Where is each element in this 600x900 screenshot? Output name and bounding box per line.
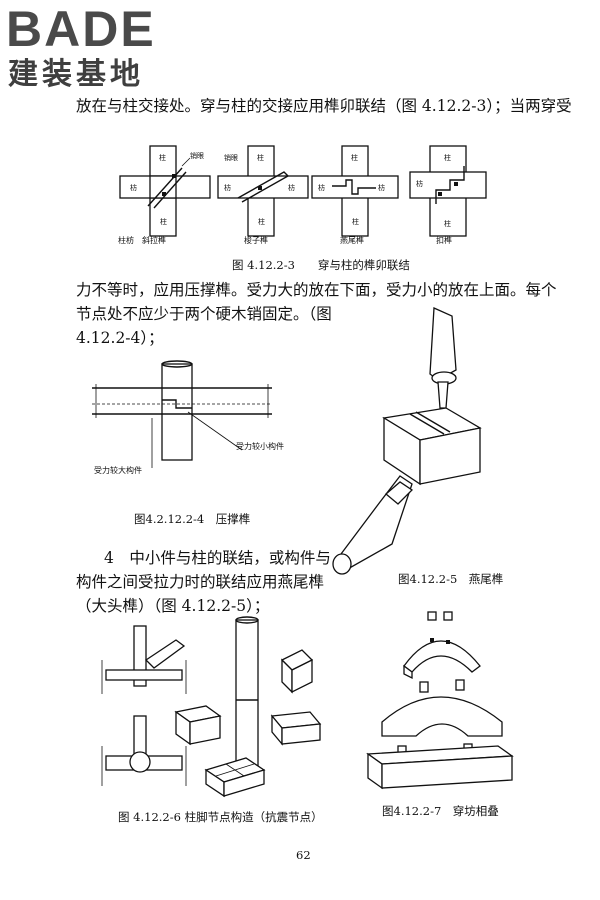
label-fang-3b: 枋	[378, 183, 385, 192]
sketch-shuttle-tenon: 销眼 柱 枋 枋 柱	[217, 145, 309, 237]
figure-joint-sketches: 销眼 柱 枋 柱 销眼 柱 枋 枋 柱 柱 枋 枋 柱 柱 枋 柱	[119, 145, 487, 237]
label-zhu-2b: 柱	[258, 217, 265, 226]
label-zhu-4b: 柱	[444, 219, 451, 228]
label-fang-2b: 枋	[288, 183, 295, 192]
sketch-dovetail-tenon: 柱 枋 枋 柱	[311, 145, 399, 237]
label-zhu-1a: 柱	[159, 153, 166, 162]
figure-7-caption: 图4.12.2-7 穿坊相叠	[382, 804, 499, 818]
label-zhu-1b: 柱	[160, 217, 167, 226]
label-zhu-4a: 柱	[444, 153, 451, 162]
label-zhu-2a: 柱	[257, 153, 264, 162]
paragraph-1: 放在与柱交接处。穿与柱的交接应用榫卯联结（图 4.12.2-3）；当两穿受	[76, 97, 572, 115]
figure-4-caption: 图4.2.12.2-4 压撑榫	[134, 512, 251, 526]
label-small-force-member: 受力较小构件	[236, 442, 284, 451]
paragraph-3-line-3: （大头榫）（图 4.12.2-5）；	[76, 597, 270, 615]
paragraph-2-line-3: 4.12.2-4）；	[76, 329, 164, 347]
label-large-force-member: 受力较大构件	[94, 466, 142, 475]
bade-logo: BADE	[6, 1, 156, 57]
label-zhu-3b: 柱	[352, 217, 359, 226]
sketch-buckle-tenon: 柱 枋 柱	[409, 145, 487, 237]
page-number: 62	[296, 848, 311, 862]
figure-5-caption: 图4.12.2-5 燕尾榫	[398, 572, 504, 586]
label-fang-4: 枋	[416, 179, 423, 188]
figure-press-tenon	[92, 360, 272, 468]
figure-3-sublabel-2: 梭子榫	[244, 236, 268, 245]
sketch-t-joint-lower	[101, 715, 187, 786]
figure-6-caption: 图 4.12.2-6 柱脚节点构造（抗震节点）	[118, 810, 323, 824]
paragraph-3-line-2: 构件之间受拉力时的联结应用燕尾榫	[76, 573, 325, 591]
paragraph-2-line-2: 节点处不应少于两个硬木销固定。（图	[76, 305, 332, 323]
figure-column-foot	[101, 616, 322, 798]
figure-3-sublabel-1: 柱枋 斜拉榫	[118, 236, 166, 245]
sketch-slanted-tenon: 销眼 柱 枋 柱	[119, 145, 211, 237]
figure-3-sublabel-3: 燕尾榫	[340, 236, 364, 245]
paragraph-3-line-1: 4 中小件与柱的联结，或构件与	[104, 549, 331, 567]
label-xiaoyan-1: 销眼	[190, 151, 204, 160]
figure-3-caption: 图 4.12.2-3 穿与柱的榫卯联结	[232, 258, 410, 272]
label-fang-1: 枋	[130, 183, 137, 192]
label-fang-3a: 枋	[318, 183, 325, 192]
label-zhu-3a: 柱	[351, 153, 358, 162]
label-xiaoyan-2: 销眼	[224, 153, 238, 162]
figure-stacked-beams	[366, 611, 514, 790]
paragraph-2-line-1: 力不等时，应用压撑榫。受力大的放在下面，受力小的放在上面。每个	[76, 281, 557, 299]
figure-dovetail-3d	[332, 307, 482, 575]
figure-3-sublabel-4: 扣榫	[436, 236, 452, 245]
logo-subtitle: 建装基地	[8, 57, 144, 92]
sketch-t-joint-upper	[101, 625, 187, 694]
label-fang-2a: 枋	[224, 183, 231, 192]
